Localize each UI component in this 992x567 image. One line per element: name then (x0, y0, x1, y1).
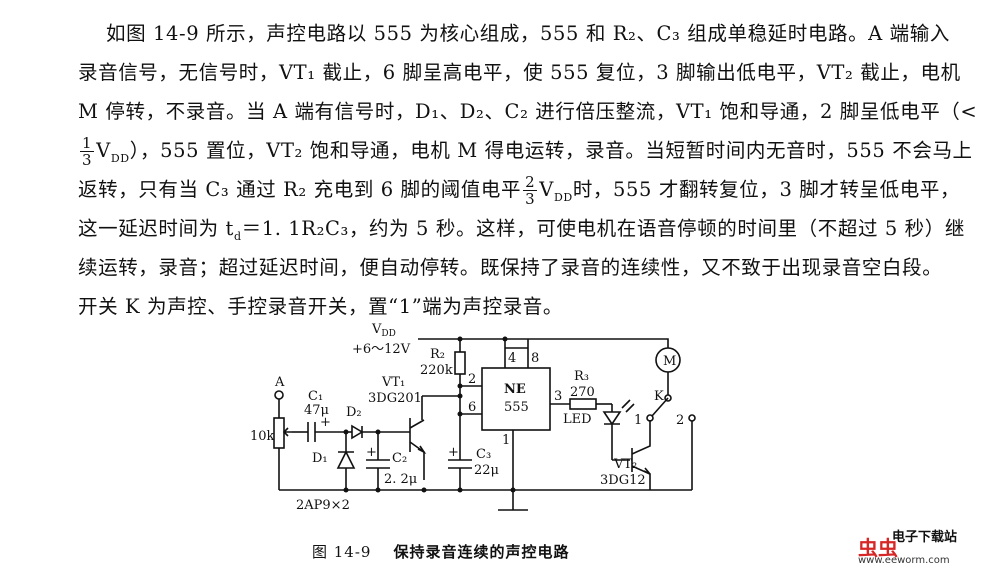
c3-value: 22μ (474, 463, 499, 478)
vt2-model: 3DG12 (600, 473, 646, 488)
vt1-label: VT₁ (381, 375, 405, 390)
pin-6: 6 (468, 400, 476, 415)
text-line: 这一延迟时间为 td＝1. 1R₂C₃，约为 5 秒。这样，可使电机在语音停顿的… (78, 217, 965, 243)
text-line: 续运转，录音；超过延迟时间，便自动停转。既保持了录音的连续性，又不致于出现录音空… (78, 256, 943, 279)
c1-value: 47μ (304, 403, 329, 418)
watermark-url: www.eeworm.com (858, 555, 950, 566)
c2-plus: + (366, 445, 377, 460)
switch-pos-2: 2 (676, 413, 684, 428)
r3-label: R₃ (574, 369, 589, 384)
vt2-label: VT₂ (613, 457, 637, 472)
input-a-label: A (274, 375, 285, 390)
d2-label: D₂ (346, 405, 362, 420)
diode-part: 2AP9×2 (296, 498, 350, 513)
c2-label: C₂ (392, 451, 407, 466)
watermark-brand: 虫虫 (858, 536, 898, 560)
text-line: 如图 14-9 所示，声控电路以 555 为核心组成，555 和 R₂、C₃ 组… (106, 22, 950, 45)
watermark-text: 电子下载站 (892, 530, 958, 545)
r2-value: 220k (420, 363, 453, 378)
switch-k-label: K (654, 389, 664, 404)
c2-value: 2. 2μ (384, 472, 417, 487)
pin-4: 4 (508, 351, 516, 366)
figure-number: 图 14-9 (312, 543, 372, 561)
text-line: M 停转，不录音。当 A 端有信号时，D₁、D₂、C₂ 进行倍压整流，VT₁ 饱… (78, 100, 978, 123)
figure-caption: 图 14-9 保持录音连续的声控电路 (312, 541, 569, 562)
vdd-label: VDD (371, 322, 396, 339)
c1-plus: + (320, 415, 331, 430)
d1-label: D₁ (312, 451, 328, 466)
c3-label: C₃ (476, 447, 491, 462)
led-label: LED (563, 412, 592, 427)
pot-value: 10k (250, 429, 275, 444)
pin-2: 2 (468, 372, 476, 387)
body-paragraph: 如图 14-9 所示，声控电路以 555 为核心组成，555 和 R₂、C₃ 组… (78, 14, 978, 326)
text-line: 录音信号，无信号时，VT₁ 截止，6 脚呈高电平，使 555 复位，3 脚输出低… (78, 61, 961, 84)
ne-label: NE (504, 382, 526, 397)
pin-1: 1 (502, 433, 510, 448)
supply-voltage: +6～12V (352, 342, 411, 357)
pin-8: 8 (531, 351, 539, 366)
r3-value: 270 (570, 385, 595, 400)
figure-title: 保持录音连续的声控电路 (393, 543, 570, 561)
r2-label: R₂ (430, 347, 445, 362)
c1-label: C₁ (308, 389, 323, 404)
vt1-model: 3DG201 (368, 391, 422, 406)
c3-plus: + (448, 445, 459, 460)
text-line: 开关 K 为声控、手控录音开关，置“1”端为声控录音。 (78, 295, 564, 318)
switch-pos-1: 1 (634, 413, 642, 428)
motor-label: M (663, 354, 676, 369)
ne-model: 555 (504, 400, 529, 415)
pin-3: 3 (554, 389, 562, 404)
